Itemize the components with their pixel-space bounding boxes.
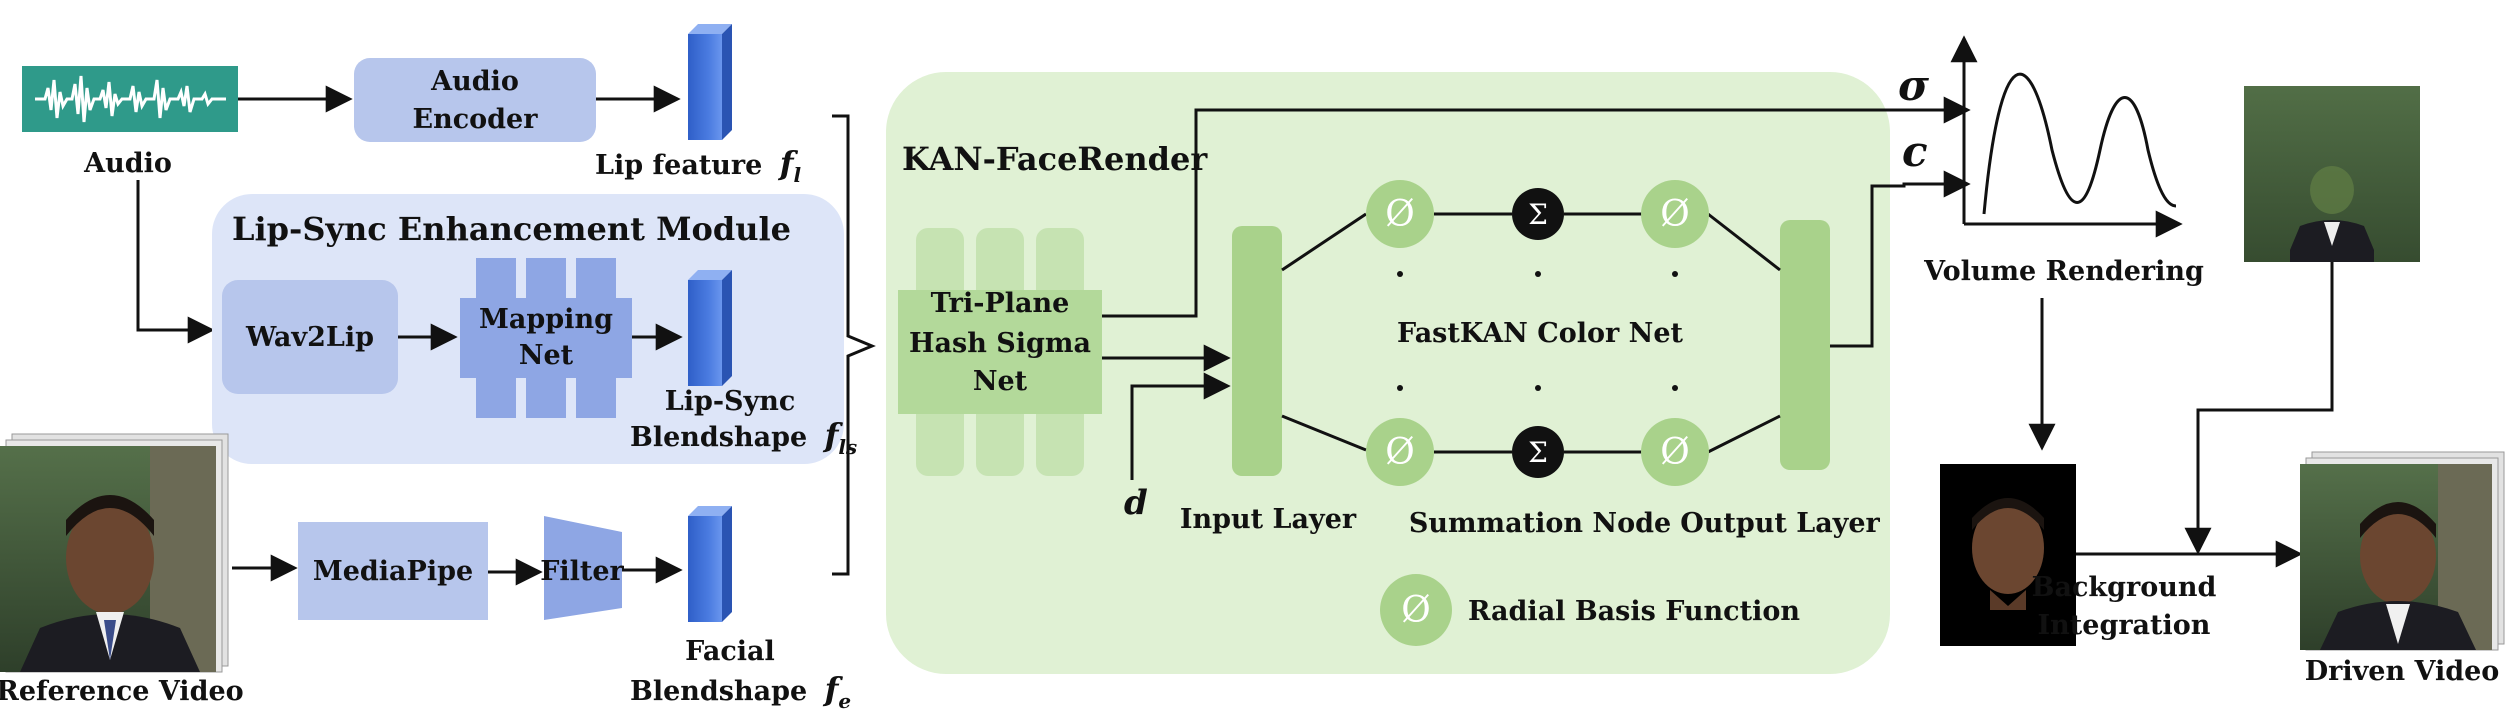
kan-facerender-title: KAN-FaceRender	[902, 140, 1208, 178]
audio-encoder-line2: Encoder	[413, 104, 539, 135]
lip-feature-label: Lip feature fl	[595, 144, 802, 187]
ellipsis-dots	[1397, 271, 1678, 391]
reference-video-thumbnail	[0, 433, 229, 673]
color-output-arrow	[1830, 170, 1971, 348]
sum-node-bottom	[1512, 426, 1564, 478]
filter-trapezoid	[544, 516, 622, 620]
wav2lip-box	[222, 280, 398, 394]
fastkan-color-net-label: FastKAN Color Net	[1397, 318, 1684, 349]
facial-blendshape-bar	[688, 506, 732, 622]
mediapipe-label: MediaPipe	[313, 556, 473, 587]
volume-rendering-plot	[1950, 35, 2183, 238]
lip-feature-bar	[688, 24, 732, 140]
rbf-node-top-right	[1641, 180, 1709, 248]
rbf-node-bottom-right	[1641, 418, 1709, 486]
driven-video-thumbnail	[2300, 451, 2505, 651]
wav2lip-label: Wav2Lip	[245, 322, 374, 353]
mapping-net-line2: Net	[519, 340, 574, 371]
feature-merge-brace	[832, 114, 876, 576]
input-layer-label: Input Layer	[1180, 504, 1357, 535]
sum-symbol: Σ	[1528, 198, 1548, 231]
driven-video-label: Driven Video	[2305, 656, 2500, 687]
output-layer-label: Output Layer	[1680, 508, 1880, 539]
audio-to-wav2lip-arrow	[136, 180, 215, 344]
lip-sync-blendshape-bar	[688, 270, 732, 386]
rbf-symbol: Ø	[1385, 432, 1415, 473]
background-to-integration-arrow	[2184, 262, 2334, 555]
facial-output-line1: Facial	[685, 636, 775, 667]
kan-facerender-panel	[886, 72, 1890, 674]
mapping-net-line1: Mapping	[479, 304, 613, 335]
rbf-legend-icon	[1380, 574, 1452, 646]
facial-output-line2: Blendshape fe	[630, 670, 851, 713]
output-layer-bar	[1780, 220, 1830, 470]
rbf-symbol: Ø	[1660, 194, 1690, 235]
audio-waveform-icon	[22, 66, 238, 132]
audio-encoder-line1: Audio	[430, 66, 519, 97]
sum-node-top	[1512, 188, 1564, 240]
rbf-symbol: Ø	[1660, 432, 1690, 473]
d-to-input-arrow	[1130, 372, 1231, 480]
rbf-legend-symbol: Ø	[1401, 590, 1431, 631]
audio-label: Audio	[83, 148, 172, 179]
summation-node-label: Summation Node	[1409, 508, 1671, 539]
d-label: d	[1124, 483, 1148, 523]
input-layer-bar	[1232, 226, 1282, 476]
sum-symbol: Σ	[1528, 436, 1548, 469]
rbf-node-bottom-left	[1366, 418, 1434, 486]
lip-sync-module-title: Lip-Sync Enhancement Module	[232, 210, 791, 248]
triplane-line1: Tri-Plane	[931, 288, 1070, 319]
sigma-label: σ	[1898, 61, 1929, 110]
color-net-connections	[1281, 212, 1781, 454]
audio-encoder-box	[354, 58, 596, 142]
sigma-output-arrow	[1102, 96, 1971, 318]
triplane-hash-sigma-net-block	[898, 228, 1102, 476]
background-integration-line1: Background	[2032, 572, 2217, 603]
background-integration-line2: Integration	[2038, 610, 2211, 641]
rbf-symbol: Ø	[1385, 194, 1415, 235]
lip-sync-output-line1: Lip-Sync	[665, 386, 796, 417]
filter-label: Filter	[540, 556, 624, 587]
background-image-thumbnail	[2244, 86, 2420, 262]
mediapipe-box	[298, 522, 488, 620]
mapping-net-block	[460, 258, 632, 418]
rbf-node-top-left	[1366, 180, 1434, 248]
rendered-face-thumbnail	[1940, 464, 2076, 646]
triplane-line2: Hash Sigma	[909, 328, 1091, 359]
rbf-legend-label: Radial Basis Function	[1468, 596, 1800, 627]
c-label: c	[1902, 127, 1928, 176]
volume-rendering-label: Volume Rendering	[1923, 256, 2204, 287]
triplane-line3: Net	[973, 366, 1028, 397]
reference-video-label: Reference Video	[0, 676, 244, 707]
